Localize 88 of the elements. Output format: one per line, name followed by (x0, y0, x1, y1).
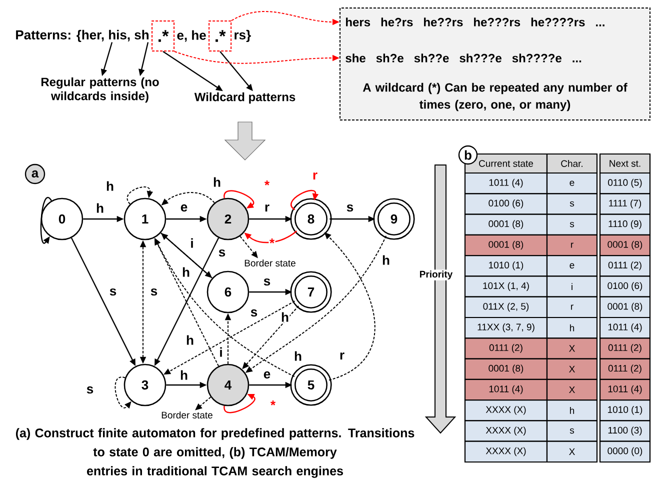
pattern-text: e, he (177, 30, 206, 42)
table-cell: 0001 (8) (599, 296, 651, 318)
state-note: Border state (162, 412, 212, 418)
table-cell: XXXX (X) (464, 420, 548, 442)
annotation-text: Wildcard patterns (194, 92, 296, 104)
edge-label: * (264, 180, 270, 190)
edge-label: r (338, 352, 346, 360)
annotation-text: Regular patterns (no wildcards inside) (41, 77, 159, 103)
table-cell: r (546, 296, 598, 318)
table-cell: 101X (1, 4) (464, 276, 548, 298)
panel-badge: b (458, 145, 478, 165)
table-cell: 1100 (3) (599, 420, 651, 442)
table-cell: s (546, 193, 598, 215)
table-cell: Next st. (599, 153, 651, 174)
edge-label: s (262, 278, 272, 286)
table-cell: 1011 (4) (599, 378, 651, 401)
table-cell: 0100 (6) (464, 193, 548, 215)
wildcard-box: .* (208, 20, 232, 52)
table-cell: 011X (2, 5) (464, 296, 548, 318)
table-cell: X (546, 440, 598, 463)
edge-label: s (218, 248, 226, 258)
table-cell: 0111 (2) (464, 338, 548, 360)
table-cell: s (546, 420, 598, 442)
table-cell: X (546, 338, 598, 360)
arrow (290, 190, 319, 210)
table-cell: 0100 (6) (599, 276, 651, 298)
axis-label: Priority (418, 270, 454, 280)
table-cell: 0110 (5) (599, 172, 651, 194)
table-cell: i (546, 276, 598, 298)
table-cell: XXXX (X) (464, 440, 548, 463)
table-cell: e (546, 172, 598, 194)
edge-label: e (262, 370, 272, 380)
edge-label: h (179, 369, 189, 380)
table-cell: s (546, 214, 598, 236)
table-cell: 0111 (2) (599, 358, 651, 380)
table-cell: 1010 (1) (464, 255, 548, 277)
table-cell: 0111 (2) (599, 338, 651, 360)
edge-label: * (268, 238, 276, 248)
table-cell: 1110 (9) (599, 214, 651, 236)
edge-label: h (185, 334, 195, 346)
edge-label: h (95, 202, 105, 214)
table-cell: h (546, 400, 598, 422)
arrow (126, 186, 153, 205)
table-cell: 0001 (8) (599, 234, 651, 256)
table-cell: 0001 (8) (464, 358, 548, 380)
edge-label: e (180, 204, 188, 212)
edge-label: h (212, 176, 222, 188)
edge-label: s (86, 386, 94, 394)
table-cell: 1011 (4) (464, 172, 548, 194)
note-box: hers he?rs he??rs he???rs he????rs ... she sh?e sh??e sh???e sh????e ... A wildcard (*) Can be repeated any number of times (zero, one, or many) (340, 8, 650, 120)
edge-label: h (293, 350, 303, 362)
edge-label: r (264, 204, 270, 212)
edge-label: h (280, 311, 290, 322)
edge-label: s (150, 288, 158, 296)
wildcard-box: .* (152, 20, 175, 52)
table-cell: 0000 (0) (599, 440, 651, 463)
arrow (224, 190, 254, 208)
table-cell: 1010 (1) (599, 400, 651, 422)
table-cell: 0111 (2) (599, 255, 651, 277)
table-cell: 0001 (8) (464, 234, 548, 256)
edge-label: h (381, 254, 391, 266)
arrow (224, 394, 256, 414)
table-cell: 1011 (4) (599, 316, 651, 339)
table-cell: 1011 (4) (464, 378, 548, 401)
table-cell: X (546, 378, 598, 401)
table-cell: X (546, 358, 598, 380)
table-cell: 0001 (8) (464, 214, 548, 236)
panel-badge: a (24, 164, 46, 184)
state-note: Border state (244, 260, 296, 266)
edge-label: s (108, 288, 118, 296)
table-cell: r (546, 234, 598, 256)
table-cell: 1111 (7) (599, 193, 651, 215)
edge-label: r (312, 172, 318, 180)
table-cell: h (546, 316, 598, 339)
edge-label: s (346, 204, 354, 212)
pattern-text: rs} (234, 30, 251, 42)
edge-label: i (218, 346, 224, 358)
caption: (a) Construct finite automaton for predefined patterns. Transitions to state 0 are omitted, (b) TCAM/Memory entries in traditional TCAM search engines (16, 428, 414, 478)
edge-label: * (270, 400, 276, 410)
table-cell: e (546, 255, 598, 277)
edge-label: i (189, 238, 195, 248)
table-cell: Char. (546, 153, 598, 174)
edge-label: s (250, 308, 258, 318)
table-cell: XXXX (X) (464, 400, 548, 422)
pattern-text: Patterns: {her, his, sh (16, 30, 149, 42)
edge-label: h (181, 266, 191, 278)
edge-label: h (105, 180, 115, 192)
table-cell: 11XX (3, 7, 9) (464, 316, 548, 339)
